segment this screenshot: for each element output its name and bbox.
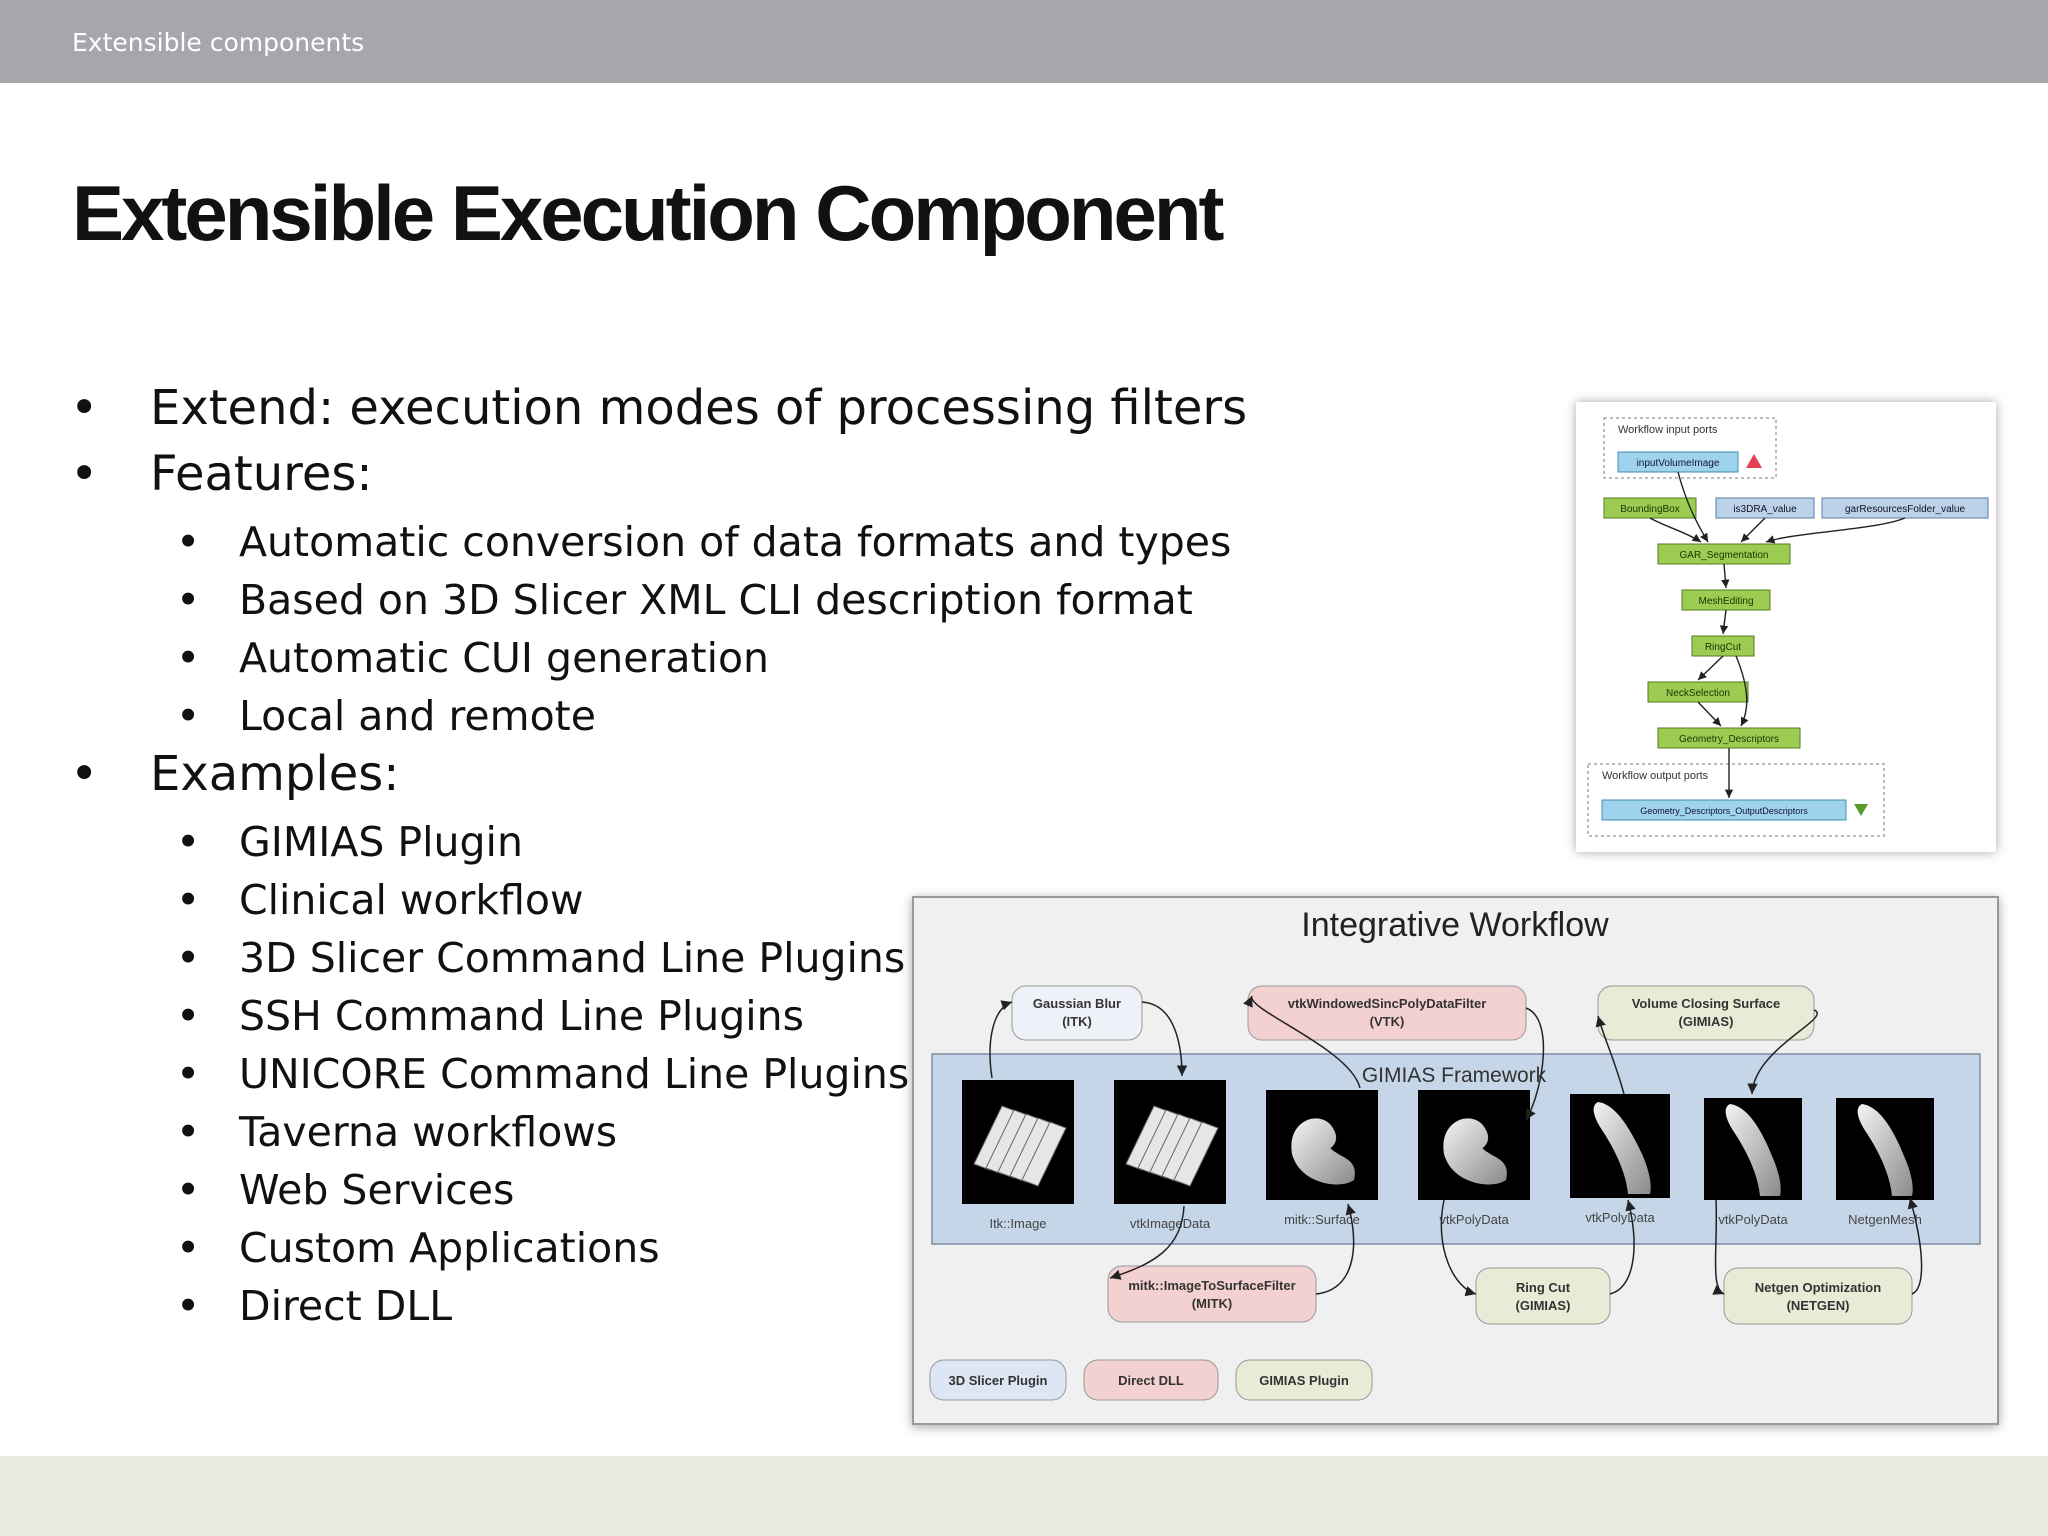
header-label: Extensible components: [72, 28, 365, 57]
data-thumbnail: [1704, 1098, 1802, 1200]
bullet-dot-icon: •: [176, 518, 201, 566]
filter-node-mitk-image-to-surface: [1107, 1265, 1317, 1323]
integrative-workflow-figure: Integrative Workflow GIMIAS Framework Ga…: [912, 896, 1999, 1425]
data-item-label: mitk::Surface: [1284, 1212, 1360, 1227]
bullet-dot-icon: •: [176, 634, 201, 682]
workflow-connectors: [1649, 471, 1906, 798]
data-item-label: vtkPolyData: [1585, 1210, 1655, 1225]
data-item-label: NetgenMesh: [1848, 1212, 1922, 1227]
filter-node-source: (ITK): [1062, 1014, 1092, 1029]
filter-node-ring-cut: [1475, 1267, 1611, 1325]
filter-node-vtk-windowed-sinc: [1247, 985, 1527, 1041]
legend-3d-slicer-plugin: [929, 1359, 1067, 1401]
integrative-workflow-connectors: [989, 995, 1923, 1297]
filter-node-source: (GIMIAS): [1679, 1014, 1734, 1029]
output-port-node: [1601, 799, 1847, 821]
filter-node-name: vtkWindowedSincPolyDataFilter: [1288, 996, 1487, 1011]
data-thumbnail: [1266, 1090, 1378, 1200]
bullet-dot-icon: •: [176, 1050, 201, 1098]
workflow-node-label: GAR_Segmentation: [1680, 550, 1769, 561]
data-thumbnail: [1114, 1080, 1226, 1204]
filter-node-name: Netgen Optimization: [1755, 1280, 1881, 1295]
filter-node-source: (MITK): [1192, 1296, 1232, 1311]
filter-node-name: Gaussian Blur: [1033, 996, 1121, 1011]
header-bar: Extensible components: [0, 0, 2048, 83]
bullet-dot-icon: •: [176, 576, 201, 624]
input-port-node-label: inputVolumeImage: [1637, 458, 1720, 469]
workflow-node-label: RingCut: [1705, 642, 1741, 653]
bullet-dot-icon: •: [176, 1108, 201, 1156]
input-ports-group: [1603, 417, 1777, 479]
workflow-node-label: is3DRA_value: [1733, 504, 1797, 515]
data-thumbnail: [1418, 1090, 1530, 1200]
workflow-node-label: garResourcesFolder_value: [1845, 504, 1966, 515]
workflow-diagram-figure: Workflow input ports inputVolumeImage Bo…: [1576, 402, 1996, 852]
bullet-dot-icon: •: [176, 692, 201, 740]
filter-node-name: Ring Cut: [1516, 1280, 1571, 1295]
data-thumbnail: [1836, 1098, 1934, 1200]
data-item-label: Itk::Image: [989, 1216, 1046, 1231]
bullet-dot-icon: •: [176, 876, 201, 924]
data-item-label: vtkPolyData: [1718, 1212, 1788, 1227]
legend-gimias-plugin: [1235, 1359, 1373, 1401]
bullet-dot-icon: •: [176, 1282, 201, 1330]
legend-label: Direct DLL: [1118, 1373, 1184, 1388]
legend-label: 3D Slicer Plugin: [949, 1373, 1048, 1388]
bullet-dot-icon: •: [176, 1166, 201, 1214]
workflow-node-label: NeckSelection: [1666, 688, 1730, 699]
filter-node-volume-closing: [1597, 985, 1815, 1041]
legend-label: GIMIAS Plugin: [1259, 1373, 1349, 1388]
data-item-label: vtkPolyData: [1439, 1212, 1509, 1227]
filter-node-source: (NETGEN): [1787, 1298, 1850, 1313]
legend-direct-dll: [1083, 1359, 1219, 1401]
workflow-diagram-svg: Workflow input ports inputVolumeImage Bo…: [1587, 417, 1989, 837]
filter-node-name: mitk::ImageToSurfaceFilter: [1128, 1278, 1295, 1293]
output-ports-label: Workflow output ports: [1602, 770, 1709, 782]
filter-node-name: Volume Closing Surface: [1632, 996, 1781, 1011]
filter-node-source: (GIMIAS): [1516, 1298, 1571, 1313]
filter-node-gaussian-blur: [1011, 985, 1143, 1041]
bullet-dot-icon: •: [70, 446, 99, 502]
footer-bar: [0, 1456, 2048, 1536]
warning-triangle-icon: [1746, 454, 1762, 468]
workflow-node-label: BoundingBox: [1620, 504, 1680, 515]
data-thumbnail: [962, 1080, 1074, 1204]
bullet-dot-icon: •: [176, 1224, 201, 1272]
bullet-dot-icon: •: [176, 992, 201, 1040]
workflow-node-label: Geometry_Descriptors: [1679, 734, 1779, 745]
integrative-workflow-svg: Integrative Workflow GIMIAS Framework Ga…: [929, 906, 1981, 1401]
gimias-framework-label: GIMIAS Framework: [1362, 1064, 1547, 1087]
bullet-dot-icon: •: [70, 746, 99, 802]
input-ports-label: Workflow input ports: [1618, 424, 1718, 436]
output-ports-group: [1587, 763, 1885, 837]
bullet-dot-icon: •: [176, 818, 201, 866]
workflow-node-label: MeshEditing: [1698, 596, 1753, 607]
filter-node-netgen-optimization: [1723, 1267, 1913, 1325]
output-port-node-label: Geometry_Descriptors_OutputDescriptors: [1640, 806, 1808, 816]
integrative-workflow-title: Integrative Workflow: [1301, 906, 1609, 944]
data-item-label: vtkImageData: [1130, 1216, 1211, 1231]
output-triangle-icon: [1854, 804, 1868, 816]
bullet-dot-icon: •: [176, 934, 201, 982]
filter-node-source: (VTK): [1370, 1014, 1405, 1029]
slide-title: Extensible Execution Component: [72, 169, 1225, 257]
bullet-dot-icon: •: [70, 380, 99, 436]
data-thumbnail: [1570, 1094, 1670, 1198]
